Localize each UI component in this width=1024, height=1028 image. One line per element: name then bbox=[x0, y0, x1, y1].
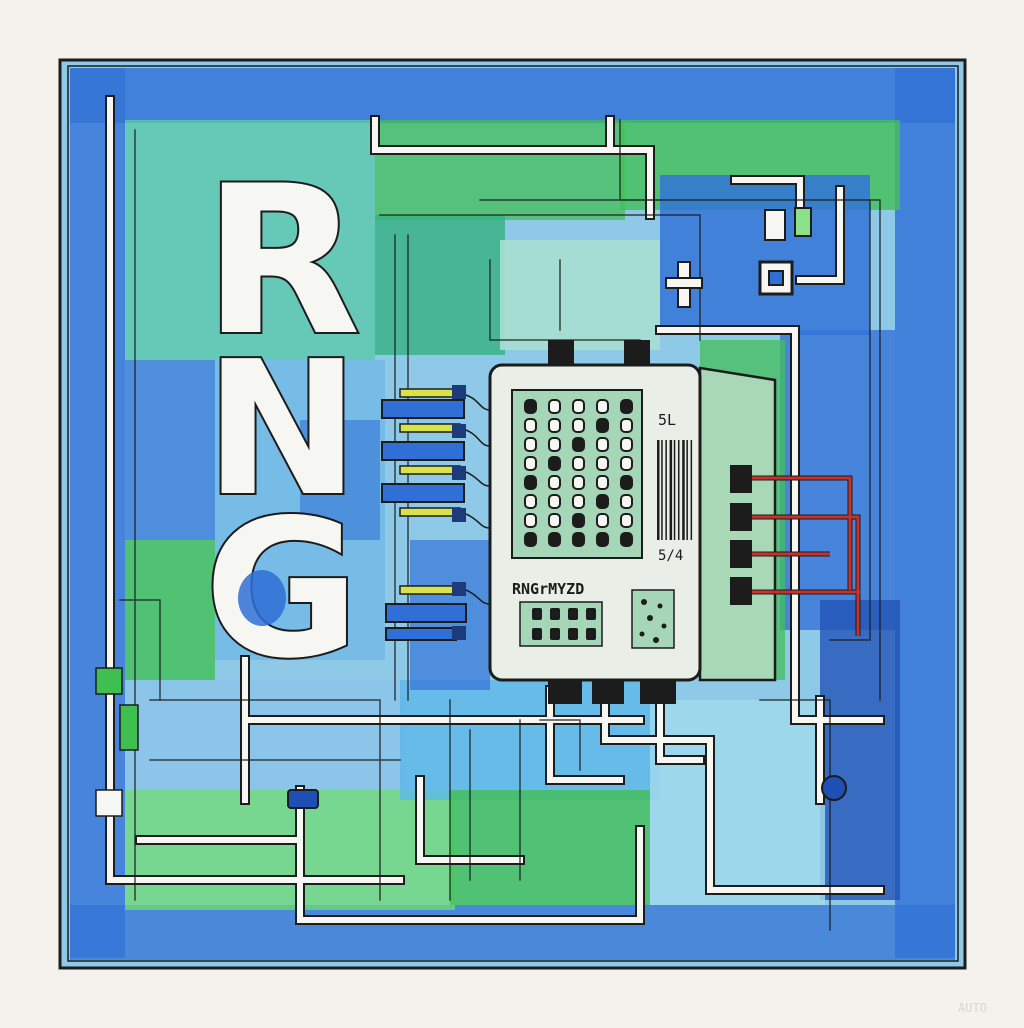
chip-side-pins bbox=[730, 465, 752, 605]
led-cell bbox=[572, 456, 585, 471]
title-letters: R N G bbox=[201, 141, 363, 702]
led-cell bbox=[524, 437, 537, 452]
chip-side-label-top: 5L bbox=[658, 411, 676, 429]
barcode-bar bbox=[661, 440, 663, 540]
circuit-components bbox=[95, 207, 847, 817]
pin-connector bbox=[399, 507, 466, 522]
led-cell bbox=[620, 475, 633, 490]
led-cell bbox=[596, 418, 609, 433]
led-cell bbox=[524, 513, 537, 528]
barcode-bar bbox=[673, 440, 676, 540]
led-cell bbox=[548, 494, 561, 509]
led-cell bbox=[620, 418, 633, 433]
led-cell bbox=[572, 494, 585, 509]
led-cell bbox=[572, 513, 585, 528]
watermark: AUTO bbox=[958, 1001, 987, 1015]
barcode-bar bbox=[686, 440, 688, 540]
led-cell bbox=[548, 475, 561, 490]
led-cell bbox=[596, 494, 609, 509]
led-cell bbox=[596, 456, 609, 471]
led-cell bbox=[596, 532, 609, 547]
led-grid bbox=[524, 399, 633, 547]
barcode-bar bbox=[665, 440, 667, 540]
led-cell bbox=[620, 513, 633, 528]
barcode-bar bbox=[690, 440, 693, 540]
left-connector-pins bbox=[381, 385, 491, 641]
led-cell bbox=[524, 418, 537, 433]
led-cell bbox=[524, 532, 537, 547]
pin-connector bbox=[385, 626, 466, 641]
chip-sensor bbox=[631, 589, 675, 649]
led-cell bbox=[620, 456, 633, 471]
barcode-bar bbox=[682, 440, 685, 540]
barcode-bar bbox=[678, 440, 680, 540]
led-cell bbox=[524, 494, 537, 509]
led-cell bbox=[548, 456, 561, 471]
chip-barcode bbox=[657, 440, 693, 540]
led-cell bbox=[596, 399, 609, 414]
led-cell bbox=[524, 399, 537, 414]
led-cell bbox=[620, 532, 633, 547]
led-cell bbox=[620, 494, 633, 509]
led-cell bbox=[548, 418, 561, 433]
pin-connector bbox=[381, 465, 466, 503]
led-cell bbox=[548, 513, 561, 528]
chip-sub-module-cells bbox=[532, 608, 596, 640]
chip-sensor-dots bbox=[639, 599, 667, 643]
led-cell bbox=[572, 475, 585, 490]
red-wires bbox=[752, 475, 861, 636]
led-cell bbox=[548, 437, 561, 452]
circuit-traces bbox=[105, 95, 885, 931]
led-cell bbox=[548, 399, 561, 414]
barcode-bar bbox=[657, 440, 660, 540]
led-cell bbox=[572, 437, 585, 452]
title-letter-n: N bbox=[205, 321, 360, 537]
pin-connector bbox=[381, 385, 466, 419]
chip-side-label-bottom: 5/4 bbox=[658, 548, 683, 564]
led-cell bbox=[524, 456, 537, 471]
rng-chip: 5L 5/4 RNGrMYZD bbox=[488, 340, 777, 704]
letter-g-fill bbox=[238, 570, 286, 626]
chip-bottom-pins bbox=[548, 678, 676, 704]
led-cell bbox=[620, 399, 633, 414]
led-cell bbox=[596, 475, 609, 490]
led-cell bbox=[524, 475, 537, 490]
led-cell bbox=[572, 399, 585, 414]
pin-connector bbox=[385, 582, 467, 623]
led-cell bbox=[572, 532, 585, 547]
led-cell bbox=[596, 437, 609, 452]
pin-connector bbox=[381, 423, 466, 461]
led-cell bbox=[620, 437, 633, 452]
led-cell bbox=[548, 532, 561, 547]
chip-model-label: RNGrMYZD bbox=[512, 580, 584, 598]
led-cell bbox=[596, 513, 609, 528]
title-letter-r: R bbox=[203, 143, 361, 381]
led-cell bbox=[572, 418, 585, 433]
barcode-bar bbox=[669, 440, 673, 540]
